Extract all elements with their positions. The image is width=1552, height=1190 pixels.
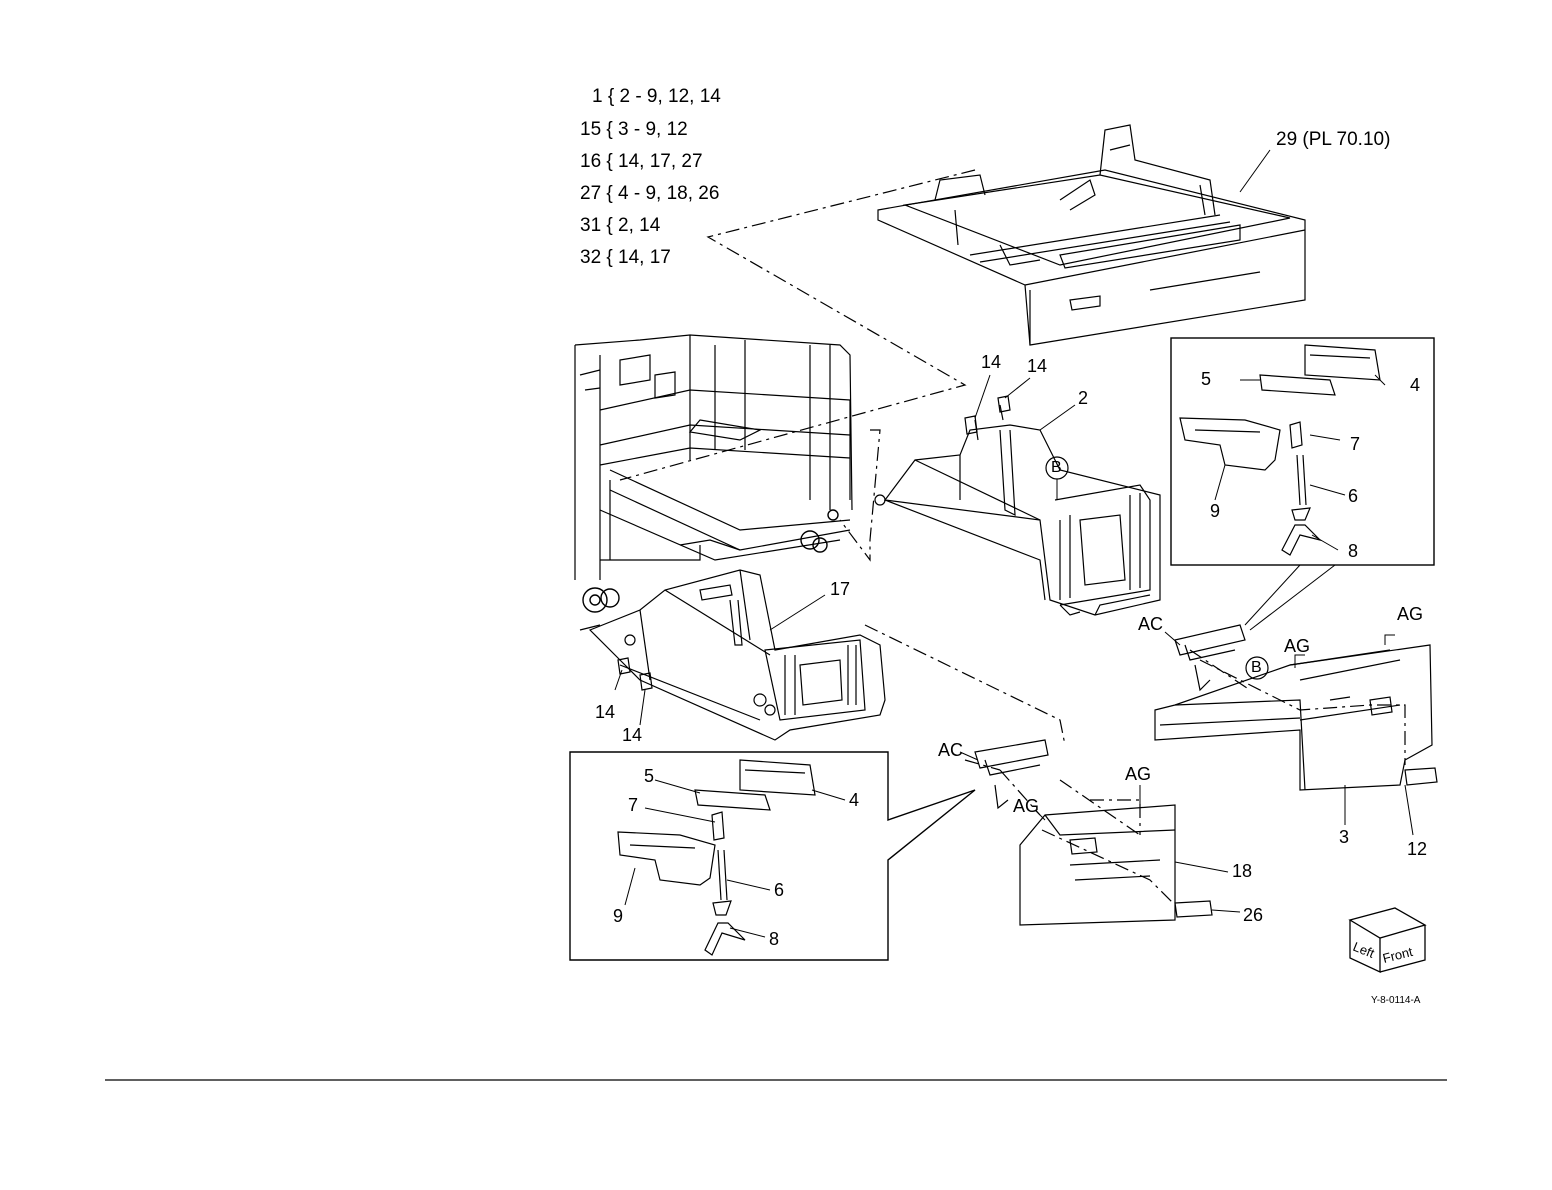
orientation-front-text: Front (1381, 944, 1414, 966)
key-line-6: 32 { 14, 17 (580, 247, 671, 269)
callout-2: 2 (1078, 389, 1088, 407)
casters-drawing (583, 510, 838, 612)
callout-18: 18 (1232, 862, 1252, 880)
callout-3: 3 (1339, 828, 1349, 846)
bracket-14-b-drawing (998, 396, 1010, 412)
b-marker-2-label: B (1251, 659, 1262, 677)
orientation-left-text: Left (1351, 939, 1377, 961)
inset-left-callout-5: 5 (644, 767, 654, 785)
callout-ag-3: AG (1125, 765, 1151, 783)
callout-ag-2: AG (1284, 637, 1310, 655)
inset-left-callout-8: 8 (769, 930, 779, 948)
side-cover-3-drawing (1155, 645, 1432, 790)
callout-14-d: 14 (622, 726, 642, 744)
label-26-drawing (1175, 901, 1212, 917)
feeder-assembly-2-drawing (875, 405, 1160, 615)
inset-right-callout-7: 7 (1350, 435, 1360, 453)
inset-left-callout-9: 9 (613, 907, 623, 925)
callout-17: 17 (830, 580, 850, 598)
callout-14-a: 14 (981, 353, 1001, 371)
key-line-1: 1 { 2 - 9, 12, 14 (592, 86, 721, 108)
key-line-4: 27 { 4 - 9, 18, 26 (580, 183, 719, 205)
callout-29: 29 (PL 70.10) (1276, 131, 1390, 149)
callout-ac-left: AC (938, 741, 963, 759)
b-marker-1-label: B (1051, 459, 1062, 477)
callout-14-c: 14 (595, 703, 615, 721)
inset-right-callout-5: 5 (1201, 370, 1211, 388)
callout-26: 26 (1243, 906, 1263, 924)
key-line-3: 16 { 14, 17, 27 (580, 151, 703, 173)
inset-right-callout-4: 4 (1410, 376, 1420, 394)
paper-tray-drawing (878, 125, 1305, 345)
inset-right-callout-9: 9 (1210, 502, 1220, 520)
inset-right-callout-6: 6 (1348, 487, 1358, 505)
figure-code: Y-8-0114-A (1371, 995, 1420, 1006)
callout-14-b: 14 (1027, 357, 1047, 375)
actuator-right-drawing (1175, 625, 1245, 690)
callout-ag-1: AG (1397, 605, 1423, 623)
assembly-lines (620, 170, 1405, 905)
callout-12: 12 (1407, 840, 1427, 858)
key-line-5: 31 { 2, 14 (580, 215, 660, 237)
callout-ag-4: AG (1013, 797, 1039, 815)
inset-left-callout-4: 4 (849, 791, 859, 809)
inset-right-callout-8: 8 (1348, 542, 1358, 560)
callout-ac-right: AC (1138, 615, 1163, 633)
front-cover-18-drawing (1020, 805, 1175, 925)
inset-left-callout-6: 6 (774, 881, 784, 899)
key-line-2: 15 { 3 - 9, 12 (580, 119, 688, 141)
label-12-drawing (1405, 768, 1437, 785)
inset-left-callout-7: 7 (628, 796, 638, 814)
chassis-frame-drawing (575, 335, 852, 580)
